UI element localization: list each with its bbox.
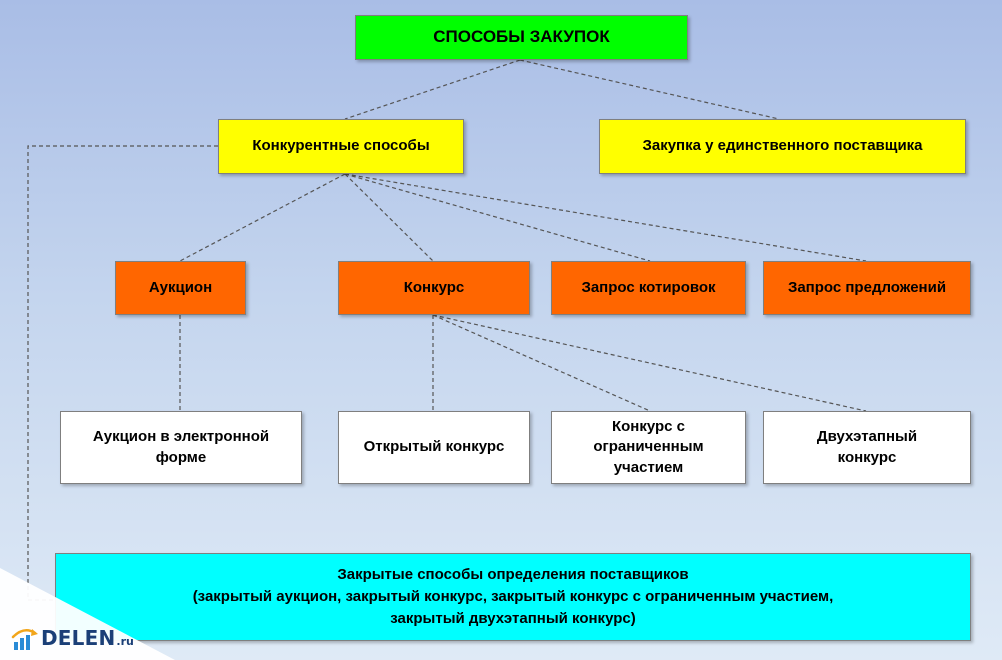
connector-root-competitive [344, 59, 521, 120]
closed-methods-node: Закрытые способы определения поставщиков… [55, 553, 971, 641]
bar-chart-logo-icon [11, 629, 38, 650]
watermark-logo: DELEN .ru [10, 626, 134, 650]
connector-competitive-auction [179, 173, 346, 262]
logo-name: DELEN [41, 626, 116, 650]
two-stage-contest-node: Двухэтапный конкурс [763, 411, 971, 484]
connector-competitive-closed [27, 145, 218, 601]
connector-competitive-quotes [344, 173, 651, 262]
quotes-request-node: Запрос котировок [551, 261, 746, 315]
single-supplier-node: Закупка у единственного поставщика [599, 119, 966, 174]
limited-contest-node: Конкурс с ограниченным участием [551, 411, 746, 484]
logo-tld: .ru [116, 634, 134, 648]
connector-competitive-proposals [344, 173, 867, 262]
competitive-methods-node: Конкурентные способы [218, 119, 464, 174]
connector-contest-twostage [432, 314, 867, 412]
electronic-auction-node: Аукцион в электронной форме [60, 411, 302, 484]
open-contest-node: Открытый конкурс [338, 411, 530, 484]
root-node: СПОСОБЫ ЗАКУПОК [355, 15, 688, 60]
logo-corner-shape [0, 568, 175, 660]
proposals-request-node: Запрос предложений [763, 261, 971, 315]
auction-node: Аукцион [115, 261, 246, 315]
connector-root-single [519, 59, 780, 120]
connector-contest-limited [432, 314, 651, 412]
contest-node: Конкурс [338, 261, 530, 315]
